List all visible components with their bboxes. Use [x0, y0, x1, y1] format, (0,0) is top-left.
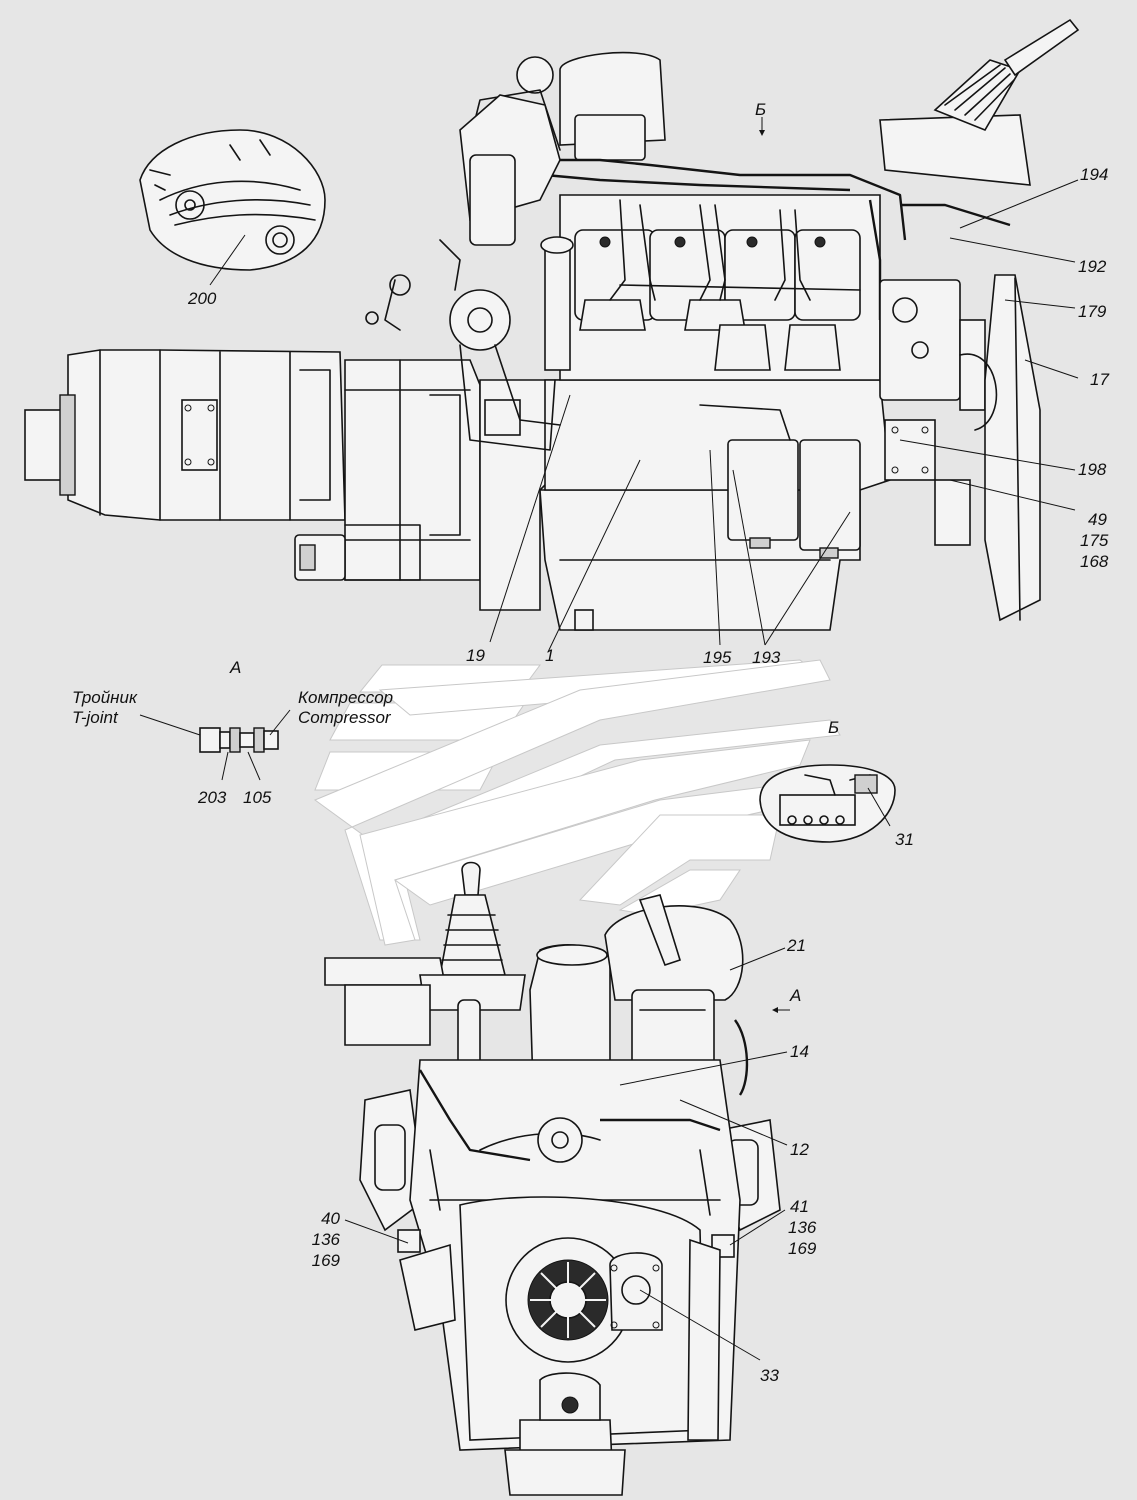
engine-front-view: [324, 861, 781, 1496]
detail-a-tee-fitting: [199, 727, 279, 753]
callout-31: 31: [895, 830, 914, 849]
callout-33: 33: [760, 1366, 779, 1385]
view-b-top-label: Б: [755, 100, 767, 119]
detail-b-bracket: [759, 764, 896, 843]
view-a-arrow-label: А: [790, 986, 802, 1005]
callout-169-right: 169: [788, 1239, 817, 1258]
callout-1: 1: [545, 646, 555, 665]
callout-14: 14: [790, 1042, 809, 1061]
callout-40: 40: [321, 1209, 340, 1228]
callout-200: 200: [188, 289, 217, 308]
callout-136-right: 136: [788, 1218, 817, 1237]
callout-175: 175: [1080, 531, 1109, 550]
compressor-label-en: Compressor: [298, 708, 391, 727]
callout-17: 17: [1090, 370, 1109, 389]
callout-136-left: 136: [311, 1230, 340, 1249]
leader-lines: [139, 179, 1079, 1361]
callout-195: 195: [703, 648, 732, 667]
view-a-header: А: [230, 658, 242, 677]
callout-179: 179: [1078, 302, 1107, 321]
callout-198: 198: [1078, 460, 1107, 479]
tee-label-ru: Тройник: [72, 688, 138, 707]
callout-203: 203: [198, 788, 227, 807]
callout-105: 105: [243, 788, 272, 807]
callout-49: 49: [1088, 510, 1107, 529]
watermark-chevrons: [313, 659, 841, 946]
callout-12: 12: [790, 1140, 809, 1159]
view-arrows: [759, 117, 790, 1013]
engine-side-view: [24, 18, 1080, 631]
callout-169-left: 169: [311, 1251, 340, 1270]
tee-label-en: T-joint: [72, 708, 118, 727]
callout-19: 19: [466, 646, 485, 665]
callout-21: 21: [787, 936, 806, 955]
callout-193: 193: [752, 648, 781, 667]
callout-192: 192: [1078, 257, 1107, 276]
inset-fan-detail: [139, 129, 326, 271]
callout-168: 168: [1080, 552, 1109, 571]
view-b-header: Б: [828, 718, 840, 737]
compressor-label-ru: Компрессор: [298, 688, 394, 707]
callout-41: 41: [790, 1197, 809, 1216]
callout-194: 194: [1080, 165, 1109, 184]
